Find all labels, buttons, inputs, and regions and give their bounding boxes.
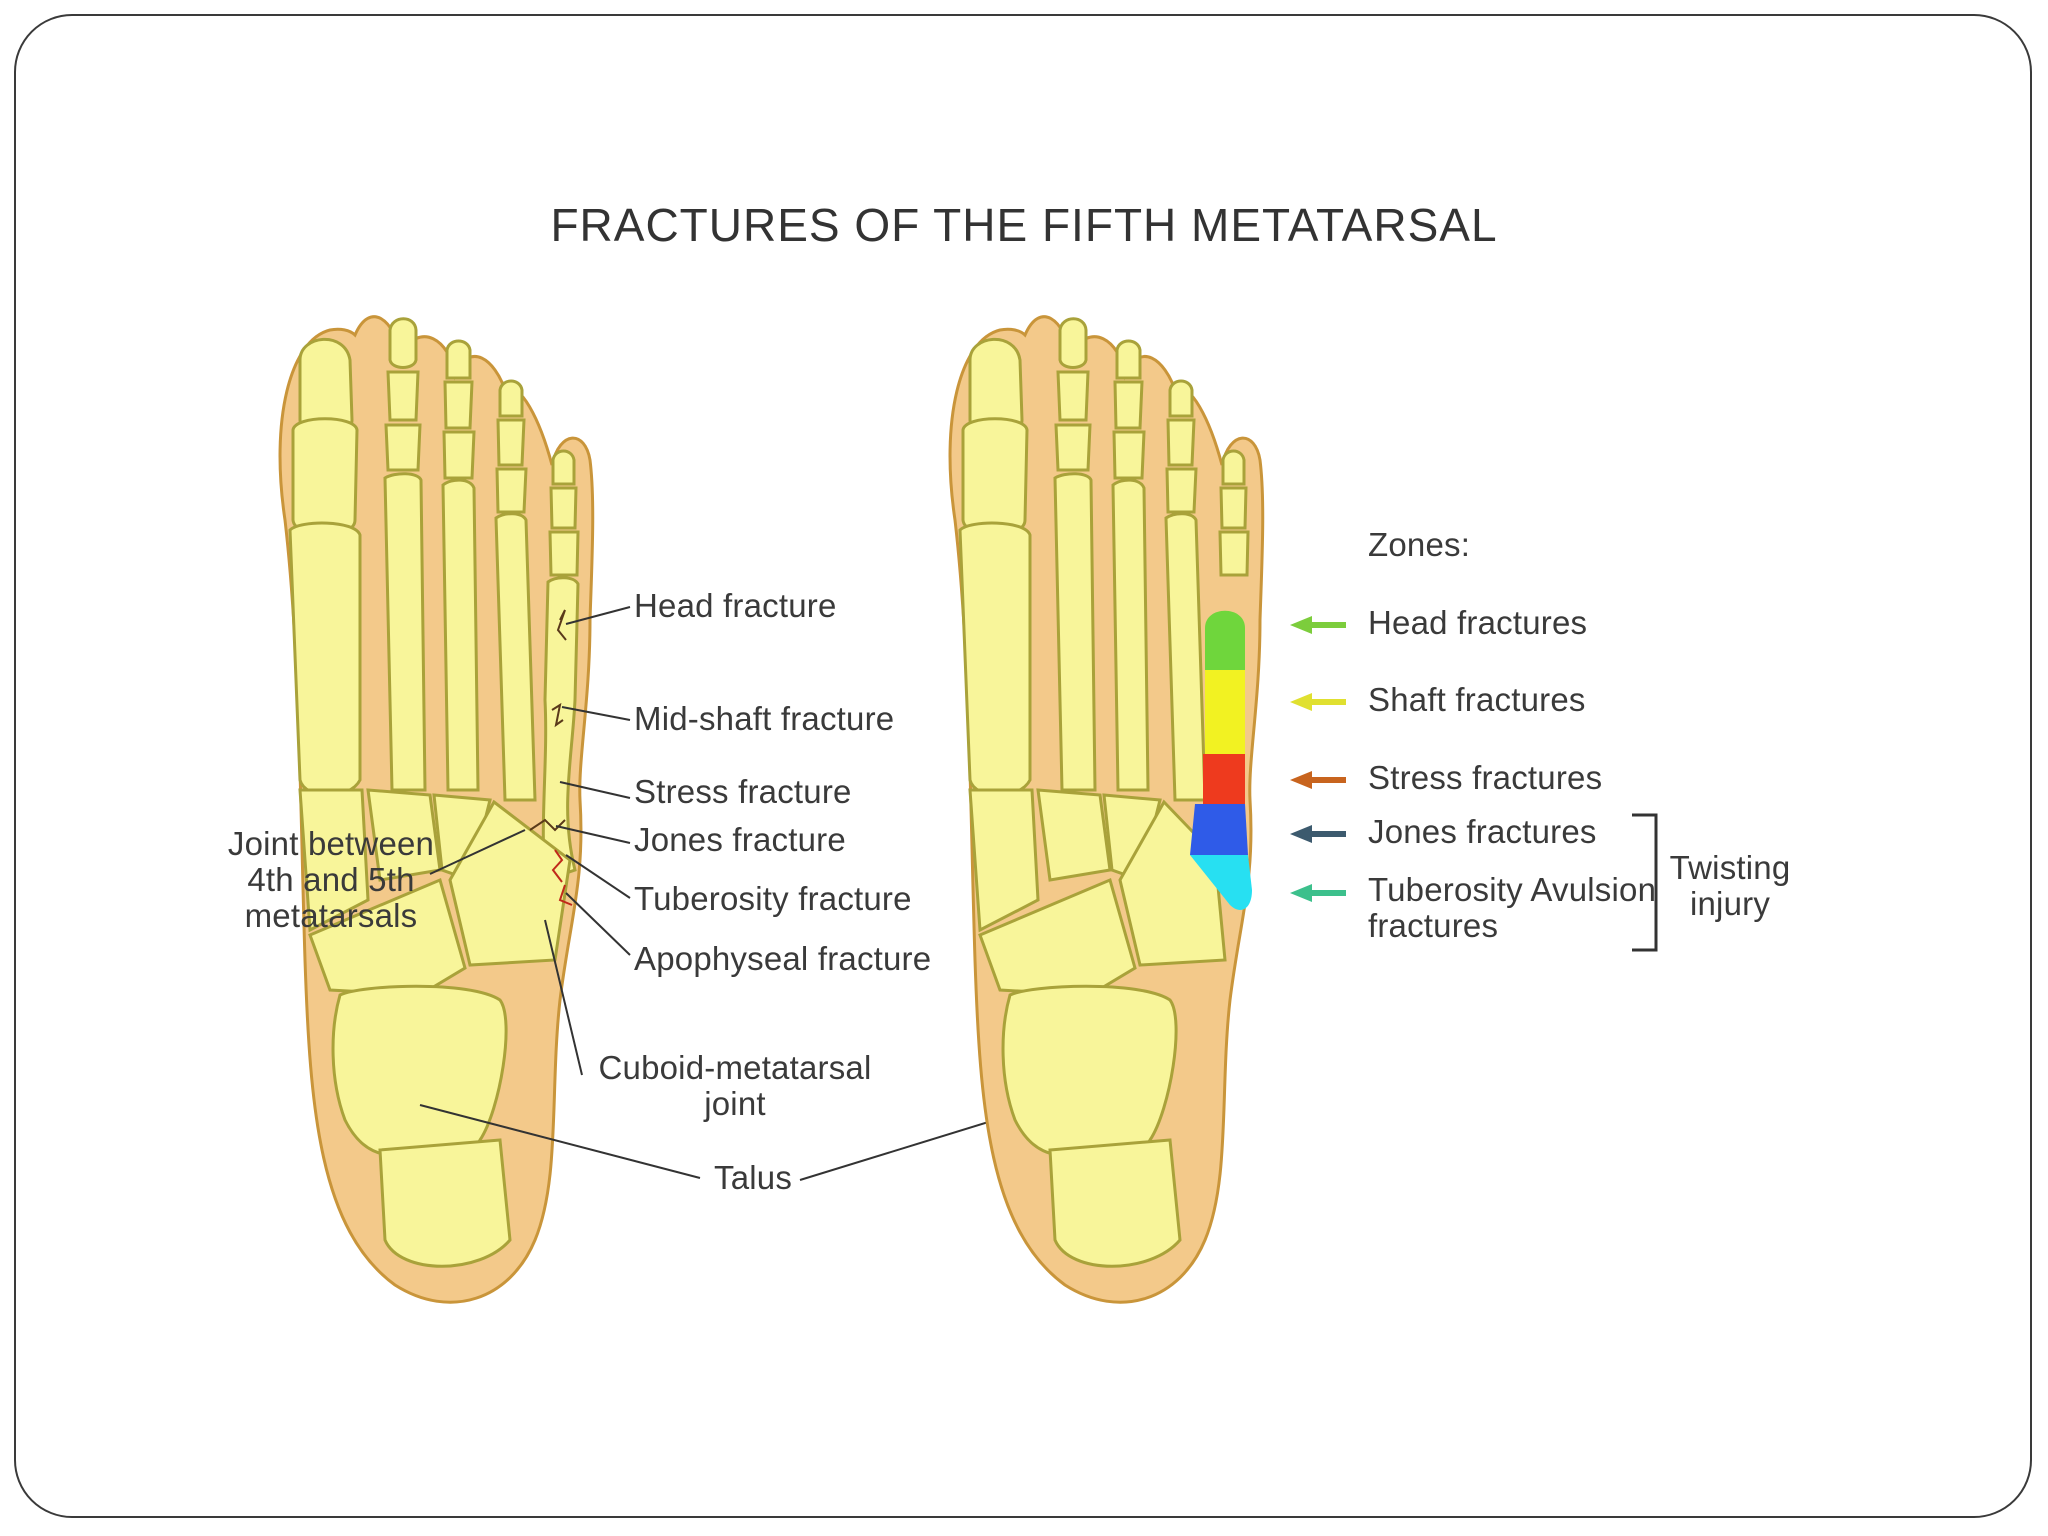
label-twisting-line1: Twisting bbox=[1669, 849, 1791, 886]
label-apophyseal-fracture: Apophyseal fracture bbox=[634, 940, 932, 977]
zone-shaft bbox=[1205, 670, 1245, 754]
label-joint-line2: 4th and 5th bbox=[247, 861, 415, 898]
label-head-fracture: Head fracture bbox=[634, 587, 837, 624]
label-cuboid-metatarsal-joint: Cuboid-metatarsal joint bbox=[590, 1050, 880, 1122]
zone-label-tuberosity-line2: fractures bbox=[1368, 907, 1499, 944]
right-foot bbox=[948, 315, 1265, 1304]
zones-heading: Zones: bbox=[1368, 526, 1471, 563]
label-cuboid-line2: joint bbox=[704, 1085, 766, 1122]
zone-stress bbox=[1203, 754, 1245, 804]
twisting-bracket bbox=[1632, 813, 1658, 952]
label-talus: Talus bbox=[714, 1159, 793, 1196]
label-cuboid-line1: Cuboid-metatarsal bbox=[598, 1049, 872, 1086]
label-twisting-injury: Twisting injury bbox=[1660, 850, 1800, 922]
label-tuberosity-fracture: Tuberosity fracture bbox=[634, 880, 912, 917]
label-joint-line1: Joint between bbox=[227, 825, 435, 862]
label-joint-4th-5th: Joint between 4th and 5th metatarsals bbox=[226, 826, 436, 934]
zone-jones bbox=[1190, 804, 1248, 855]
label-jones-fracture: Jones fracture bbox=[634, 821, 846, 858]
zone-arrows bbox=[1290, 616, 1346, 902]
label-stress-fracture: Stress fracture bbox=[634, 773, 852, 810]
zone-label-tuberosity-line1: Tuberosity Avulsion bbox=[1368, 871, 1657, 908]
zone-head bbox=[1205, 610, 1245, 670]
zone-label-head: Head fractures bbox=[1368, 604, 1588, 641]
zone-tuberosity bbox=[1190, 855, 1252, 910]
left-foot bbox=[278, 315, 595, 1304]
label-midshaft-fracture: Mid-shaft fracture bbox=[634, 700, 895, 737]
fifth-metatarsal-zones bbox=[1190, 610, 1252, 910]
label-joint-line3: metatarsals bbox=[244, 897, 418, 934]
zone-label-shaft: Shaft fractures bbox=[1368, 681, 1586, 718]
zone-label-tuberosity: Tuberosity Avulsion fractures bbox=[1368, 872, 1656, 944]
label-twisting-line2: injury bbox=[1689, 885, 1771, 922]
zone-label-stress: Stress fractures bbox=[1368, 759, 1603, 796]
diagram-title: FRACTURES OF THE FIFTH METATARSAL bbox=[550, 199, 1498, 251]
zone-label-jones: Jones fractures bbox=[1368, 813, 1597, 850]
